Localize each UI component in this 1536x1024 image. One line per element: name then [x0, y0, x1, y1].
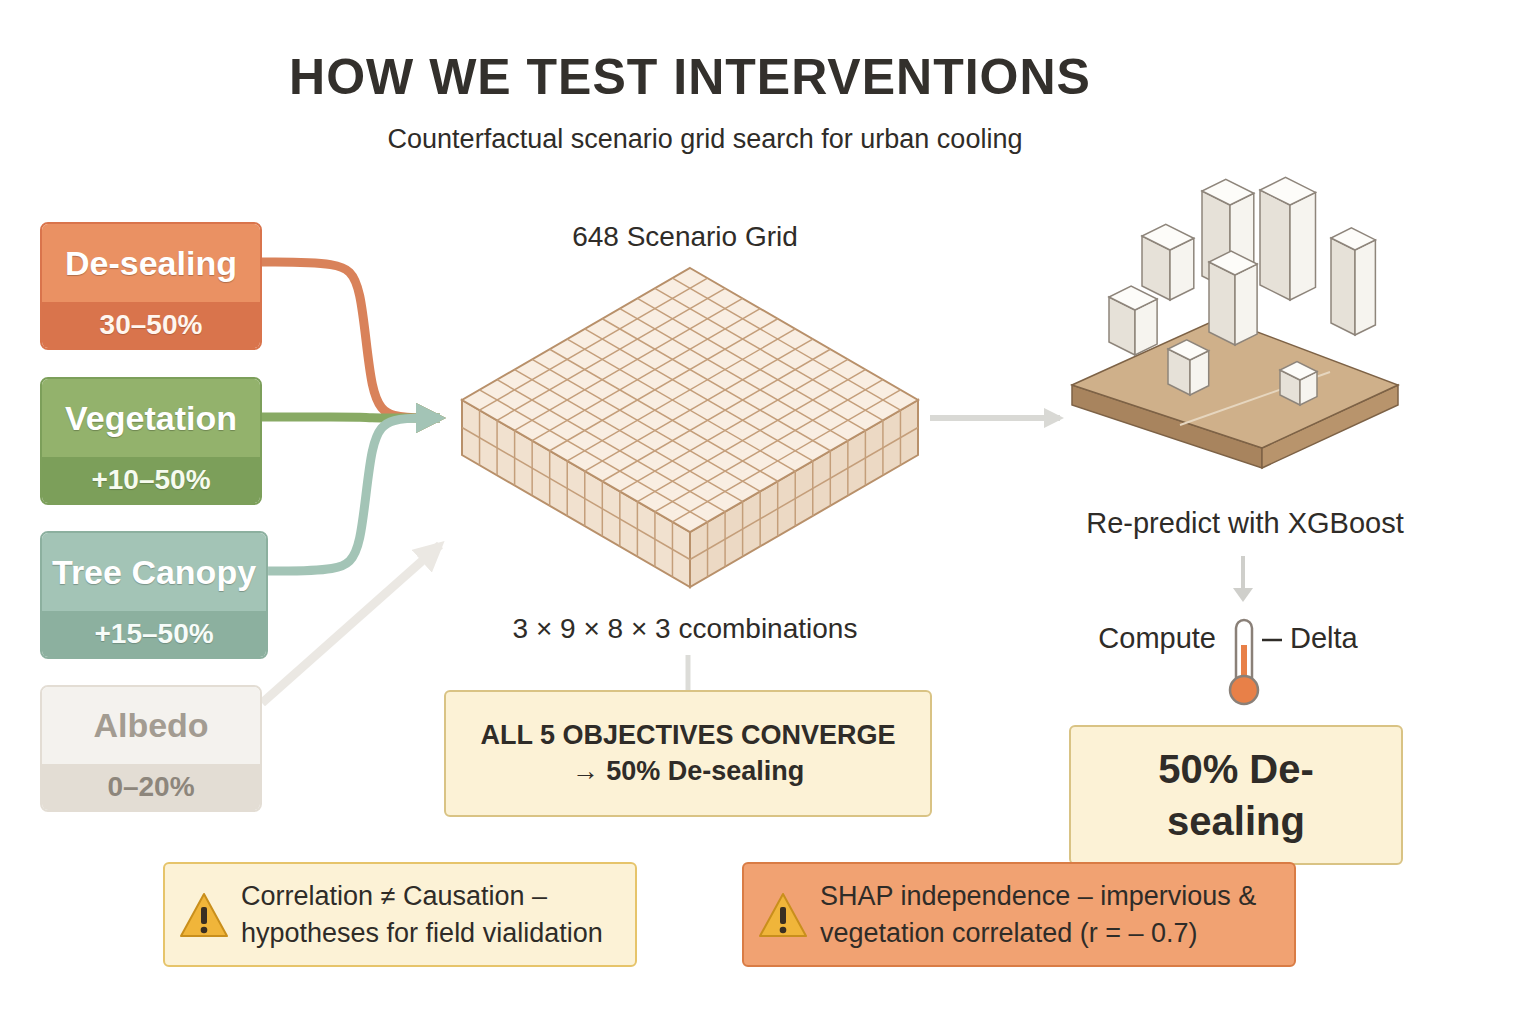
- building: [1331, 228, 1375, 335]
- diagram-title: HOW WE TEST INTERVENTIONS: [289, 48, 1091, 106]
- parameter-box: Albedo0–20%: [40, 685, 262, 812]
- node-subtext: 3 × 9 × 8 × 3 ccombinations: [440, 613, 930, 645]
- node-heading: Vegetation: [42, 379, 260, 457]
- down-arrow: [1241, 556, 1245, 592]
- grid-line: [497, 380, 725, 512]
- delta-label: Delta: [1290, 622, 1358, 655]
- grid-line: [672, 390, 900, 522]
- grid-line: [602, 319, 830, 451]
- node-subtext: +15–50%: [42, 611, 266, 657]
- warning-note: Correlation ≠ Causation – hypotheses for…: [163, 862, 637, 967]
- grid-line: [550, 349, 778, 481]
- parameter-box: Vegetation+10–50%: [40, 377, 262, 505]
- result-box: ALL 5 OBJECTIVES CONVERGE → 50% De-seali…: [444, 690, 932, 817]
- down-arrow-head: [1233, 588, 1253, 602]
- parameter-box: Tree Canopy+15–50%: [40, 531, 268, 659]
- grid-line: [567, 329, 795, 461]
- node-heading: De-sealing: [42, 224, 260, 302]
- grid-line: [550, 319, 778, 451]
- building: [1260, 177, 1316, 300]
- grid-line: [690, 428, 918, 560]
- grid-line: [532, 359, 760, 491]
- city-model: [1072, 177, 1398, 468]
- building: [1142, 224, 1194, 300]
- node-heading: 648 Scenario Grid: [440, 221, 930, 253]
- scenario-grid-cube: [462, 268, 918, 587]
- grid-line: [480, 390, 708, 522]
- connector-arrow: [686, 655, 691, 690]
- grid-line: [655, 288, 883, 420]
- grid-line: [637, 298, 865, 430]
- grid-line: [585, 329, 813, 461]
- warning-note: SHAP independence – impervious & vegetat…: [742, 862, 1296, 967]
- parameter-box: De-sealing30–50%: [40, 222, 262, 350]
- node-subtext: 0–20%: [42, 764, 260, 810]
- warning-icon: [758, 891, 808, 939]
- cube-top-face: [462, 268, 918, 532]
- grid-line: [655, 380, 883, 512]
- result-box: 50% De-sealing: [1069, 725, 1403, 865]
- grid-line: [637, 370, 865, 502]
- grid-line: [602, 349, 830, 481]
- building: [1109, 286, 1157, 355]
- scenario-grid: 648 Scenario Grid 3 × 9 × 8 × 3 ccombinat…: [440, 215, 930, 655]
- model-step: Re-predict with XGBoost: [1060, 190, 1430, 546]
- node-heading: Albedo: [42, 687, 260, 764]
- grid-line: [515, 298, 743, 430]
- grid-line: [620, 309, 848, 441]
- node-heading: Correlation ≠ Causation – hypotheses for…: [241, 878, 619, 951]
- node-subtext: +10–50%: [42, 457, 260, 503]
- grid-line: [497, 288, 725, 420]
- connector-arrow: [930, 415, 1060, 421]
- grid-line: [620, 359, 848, 491]
- node-heading: SHAP independence – impervious & vegetat…: [820, 878, 1278, 951]
- grid-line: [515, 370, 743, 502]
- connector-arrow: [262, 545, 440, 703]
- connector-arrow: [268, 418, 440, 571]
- grid-line: [480, 278, 708, 410]
- compute-label: Compute: [1098, 622, 1216, 655]
- node-subtext: 30–50%: [42, 302, 260, 348]
- thermometer-icon: [1230, 620, 1282, 704]
- grid-line: [585, 339, 813, 471]
- node-heading: 50% De-sealing: [1091, 743, 1381, 847]
- building: [1209, 251, 1257, 345]
- subtitle: Counterfactual scenario grid search for …: [388, 124, 1023, 155]
- grid-line: [567, 339, 795, 471]
- node-heading: Tree Canopy: [42, 533, 266, 611]
- warning-icon: [179, 891, 229, 939]
- node-heading: Re-predict with XGBoost: [1060, 507, 1430, 540]
- node-heading: ALL 5 OBJECTIVES CONVERGE → 50% De-seali…: [466, 718, 910, 788]
- grid-line: [462, 428, 690, 560]
- connector-arrow: [262, 262, 440, 418]
- building: [1280, 362, 1317, 405]
- grid-line: [672, 278, 900, 410]
- grid-line: [532, 309, 760, 441]
- building: [1168, 340, 1209, 395]
